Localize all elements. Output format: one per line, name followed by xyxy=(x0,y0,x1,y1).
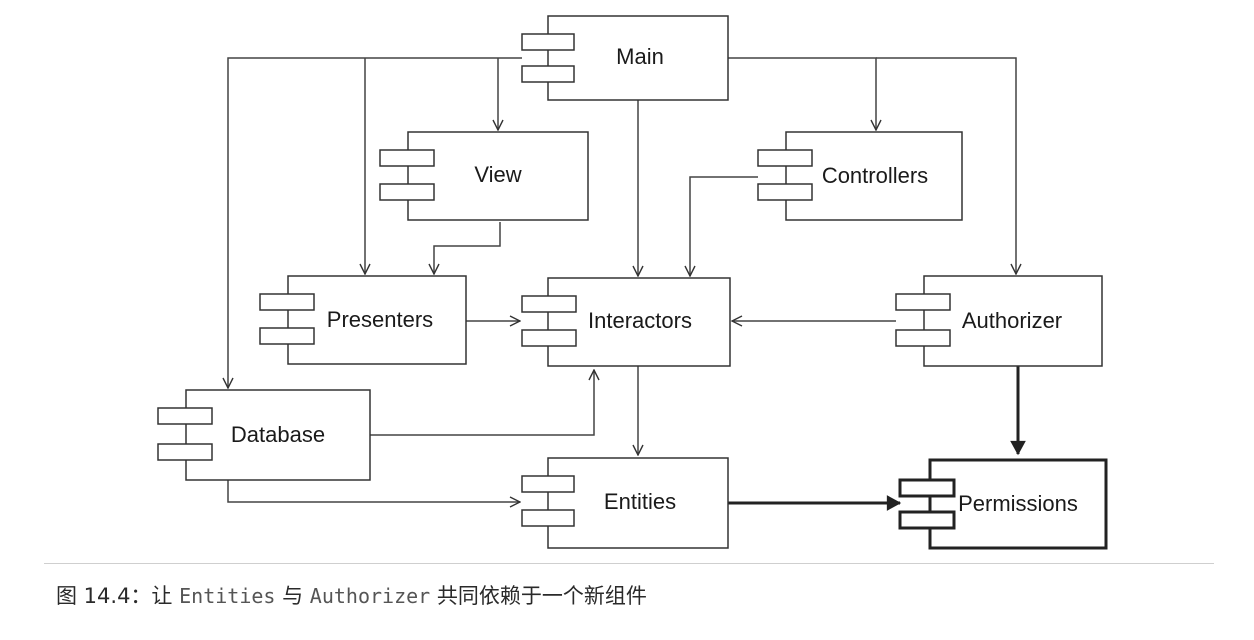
caption-authorizer: Authorizer xyxy=(309,584,431,608)
component-presenters: Presenters xyxy=(259,275,467,365)
component-label-main: Main xyxy=(616,44,664,69)
component-label-permissions: Permissions xyxy=(958,491,1078,516)
caption-divider xyxy=(44,563,1214,564)
caption-suffix: 共同依赖于一个新组件 xyxy=(430,584,647,608)
component-interactors: Interactors xyxy=(521,277,731,367)
component-tab-top xyxy=(521,475,575,493)
component-label-authorizer: Authorizer xyxy=(962,308,1062,333)
component-database: Database xyxy=(157,389,371,481)
component-tab-bottom xyxy=(521,509,575,527)
component-main: Main xyxy=(521,15,729,101)
component-label-controllers: Controllers xyxy=(822,163,928,188)
component-diagram: Main View Controllers Presenters Interac… xyxy=(157,15,1108,550)
component-tab-bottom xyxy=(379,183,435,201)
component-tab-top xyxy=(898,478,956,498)
component-label-presenters: Presenters xyxy=(327,307,433,332)
component-tab-top xyxy=(259,293,315,311)
component-tab-top xyxy=(157,407,213,425)
component-tab-top xyxy=(521,295,577,313)
component-view: View xyxy=(379,131,589,221)
component-label-view: View xyxy=(474,162,521,187)
edge-database-entities xyxy=(227,480,520,502)
figure-caption: 图 14.4：让 Entities 与 Authorizer 共同依赖于一个新组… xyxy=(56,580,647,610)
component-tab-top xyxy=(379,149,435,167)
caption-prefix: 图 14.4：让 xyxy=(56,584,180,608)
component-tab-bottom xyxy=(757,183,813,201)
edge-main-controllers xyxy=(728,57,876,130)
caption-entities: Entities xyxy=(179,584,276,608)
edge-database-interactors xyxy=(370,370,594,436)
edge-view-presenters xyxy=(434,222,501,274)
component-permissions: Permissions xyxy=(898,458,1108,550)
component-tab-bottom xyxy=(521,329,577,347)
component-tab-top xyxy=(521,33,575,51)
component-controllers: Controllers xyxy=(757,131,963,221)
component-tab-top xyxy=(895,293,951,311)
caption-middle: 与 xyxy=(275,584,310,608)
component-label-entities: Entities xyxy=(604,489,676,514)
component-tab-bottom xyxy=(157,443,213,461)
component-tab-bottom xyxy=(259,327,315,345)
component-tab-bottom xyxy=(898,510,956,530)
component-authorizer: Authorizer xyxy=(895,275,1103,367)
component-tab-top xyxy=(757,149,813,167)
edge-controllers-interactors xyxy=(690,176,758,276)
component-label-interactors: Interactors xyxy=(588,308,692,333)
component-tab-bottom xyxy=(895,329,951,347)
component-entities: Entities xyxy=(521,457,729,549)
component-tab-bottom xyxy=(521,65,575,83)
new-dependency-lines xyxy=(728,366,1026,511)
edge-main-authorizer xyxy=(876,57,1016,274)
dependency-lines xyxy=(227,57,1016,502)
edge-main-database xyxy=(228,57,522,388)
component-label-database: Database xyxy=(231,422,325,447)
